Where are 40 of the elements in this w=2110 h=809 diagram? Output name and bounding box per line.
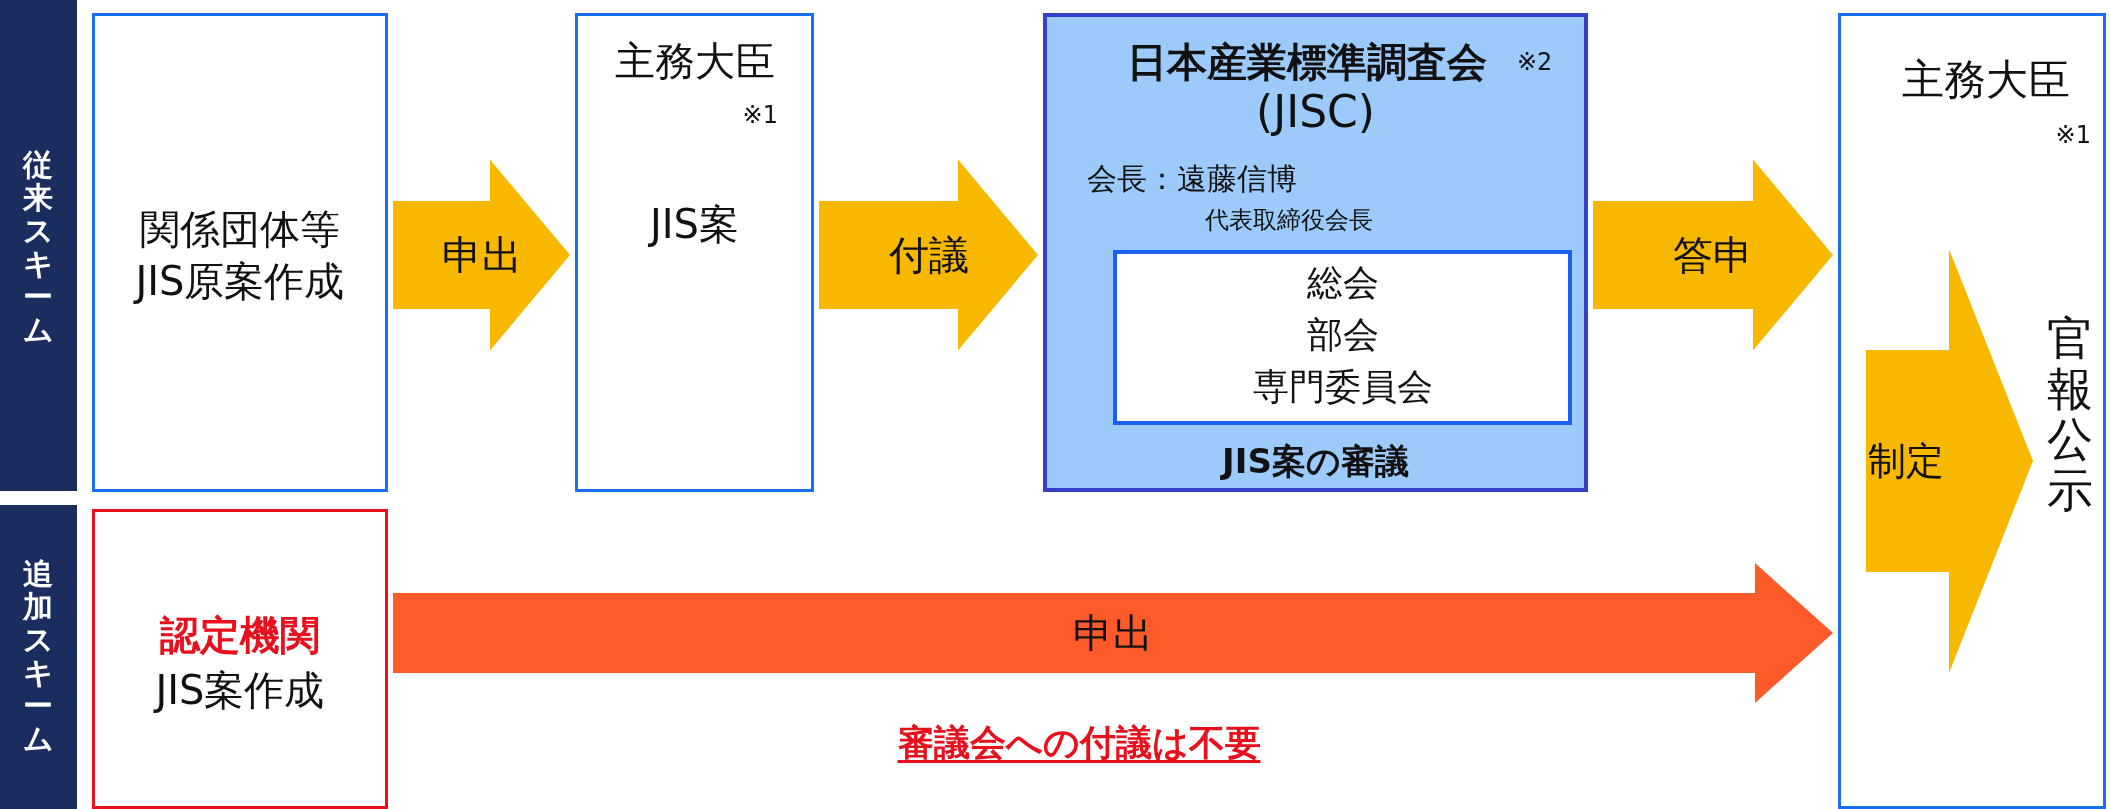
node-text: JIS案の審議 <box>1219 442 1410 482</box>
vertical-label: 追加スキーム <box>23 557 53 755</box>
block-arrow <box>819 159 1038 351</box>
node-text: 主務大臣 <box>1901 56 2071 105</box>
node-text: 関係団体等 <box>139 206 341 252</box>
edge-label: 申出 <box>441 230 522 280</box>
vertical-label: 従来スキーム <box>23 148 53 346</box>
node-text: 会長：遠藤信博 <box>1087 162 1298 197</box>
edge-label: 制定 <box>1868 437 1944 485</box>
node-text: 専門委員会 <box>1251 366 1434 408</box>
edge-label: 答申 <box>1673 230 1753 280</box>
process-box <box>92 509 388 809</box>
node-text: ※1 <box>2054 122 2091 150</box>
block-arrow <box>1593 159 1833 351</box>
node-text: 日本産業標準調査会 <box>1126 39 1488 85</box>
node-text: ※1 <box>741 102 778 130</box>
node-text: JIS原案作成 <box>132 258 346 304</box>
scheme-band <box>0 0 77 491</box>
node-text: 認定機関 <box>158 612 321 658</box>
committee-box <box>1113 250 1572 425</box>
block-arrow <box>393 563 1833 703</box>
block-arrow <box>1866 249 2033 673</box>
edge-label: 申出 <box>1073 608 1153 658</box>
council-box <box>1043 13 1588 492</box>
node-text: 主務大臣 <box>613 38 776 84</box>
node-text: JIS案作成 <box>152 667 326 713</box>
node-text: 代表取締役会長 <box>1205 207 1374 235</box>
block-arrow <box>393 159 570 351</box>
node-text: 部会 <box>1305 314 1380 356</box>
process-box <box>92 13 388 492</box>
note-text: 審議会への付議は不要 <box>896 722 1262 764</box>
vertical-label: 官報公示 <box>2047 313 2093 516</box>
node-text: JIS案 <box>647 201 740 247</box>
process-box <box>1838 13 2106 809</box>
edge-label: 付議 <box>888 230 969 280</box>
scheme-band <box>0 505 77 809</box>
node-text: ※2 <box>1517 49 1554 77</box>
node-text: (JISC) <box>1255 87 1376 138</box>
process-box <box>575 13 814 492</box>
node-text: 総会 <box>1305 262 1380 304</box>
